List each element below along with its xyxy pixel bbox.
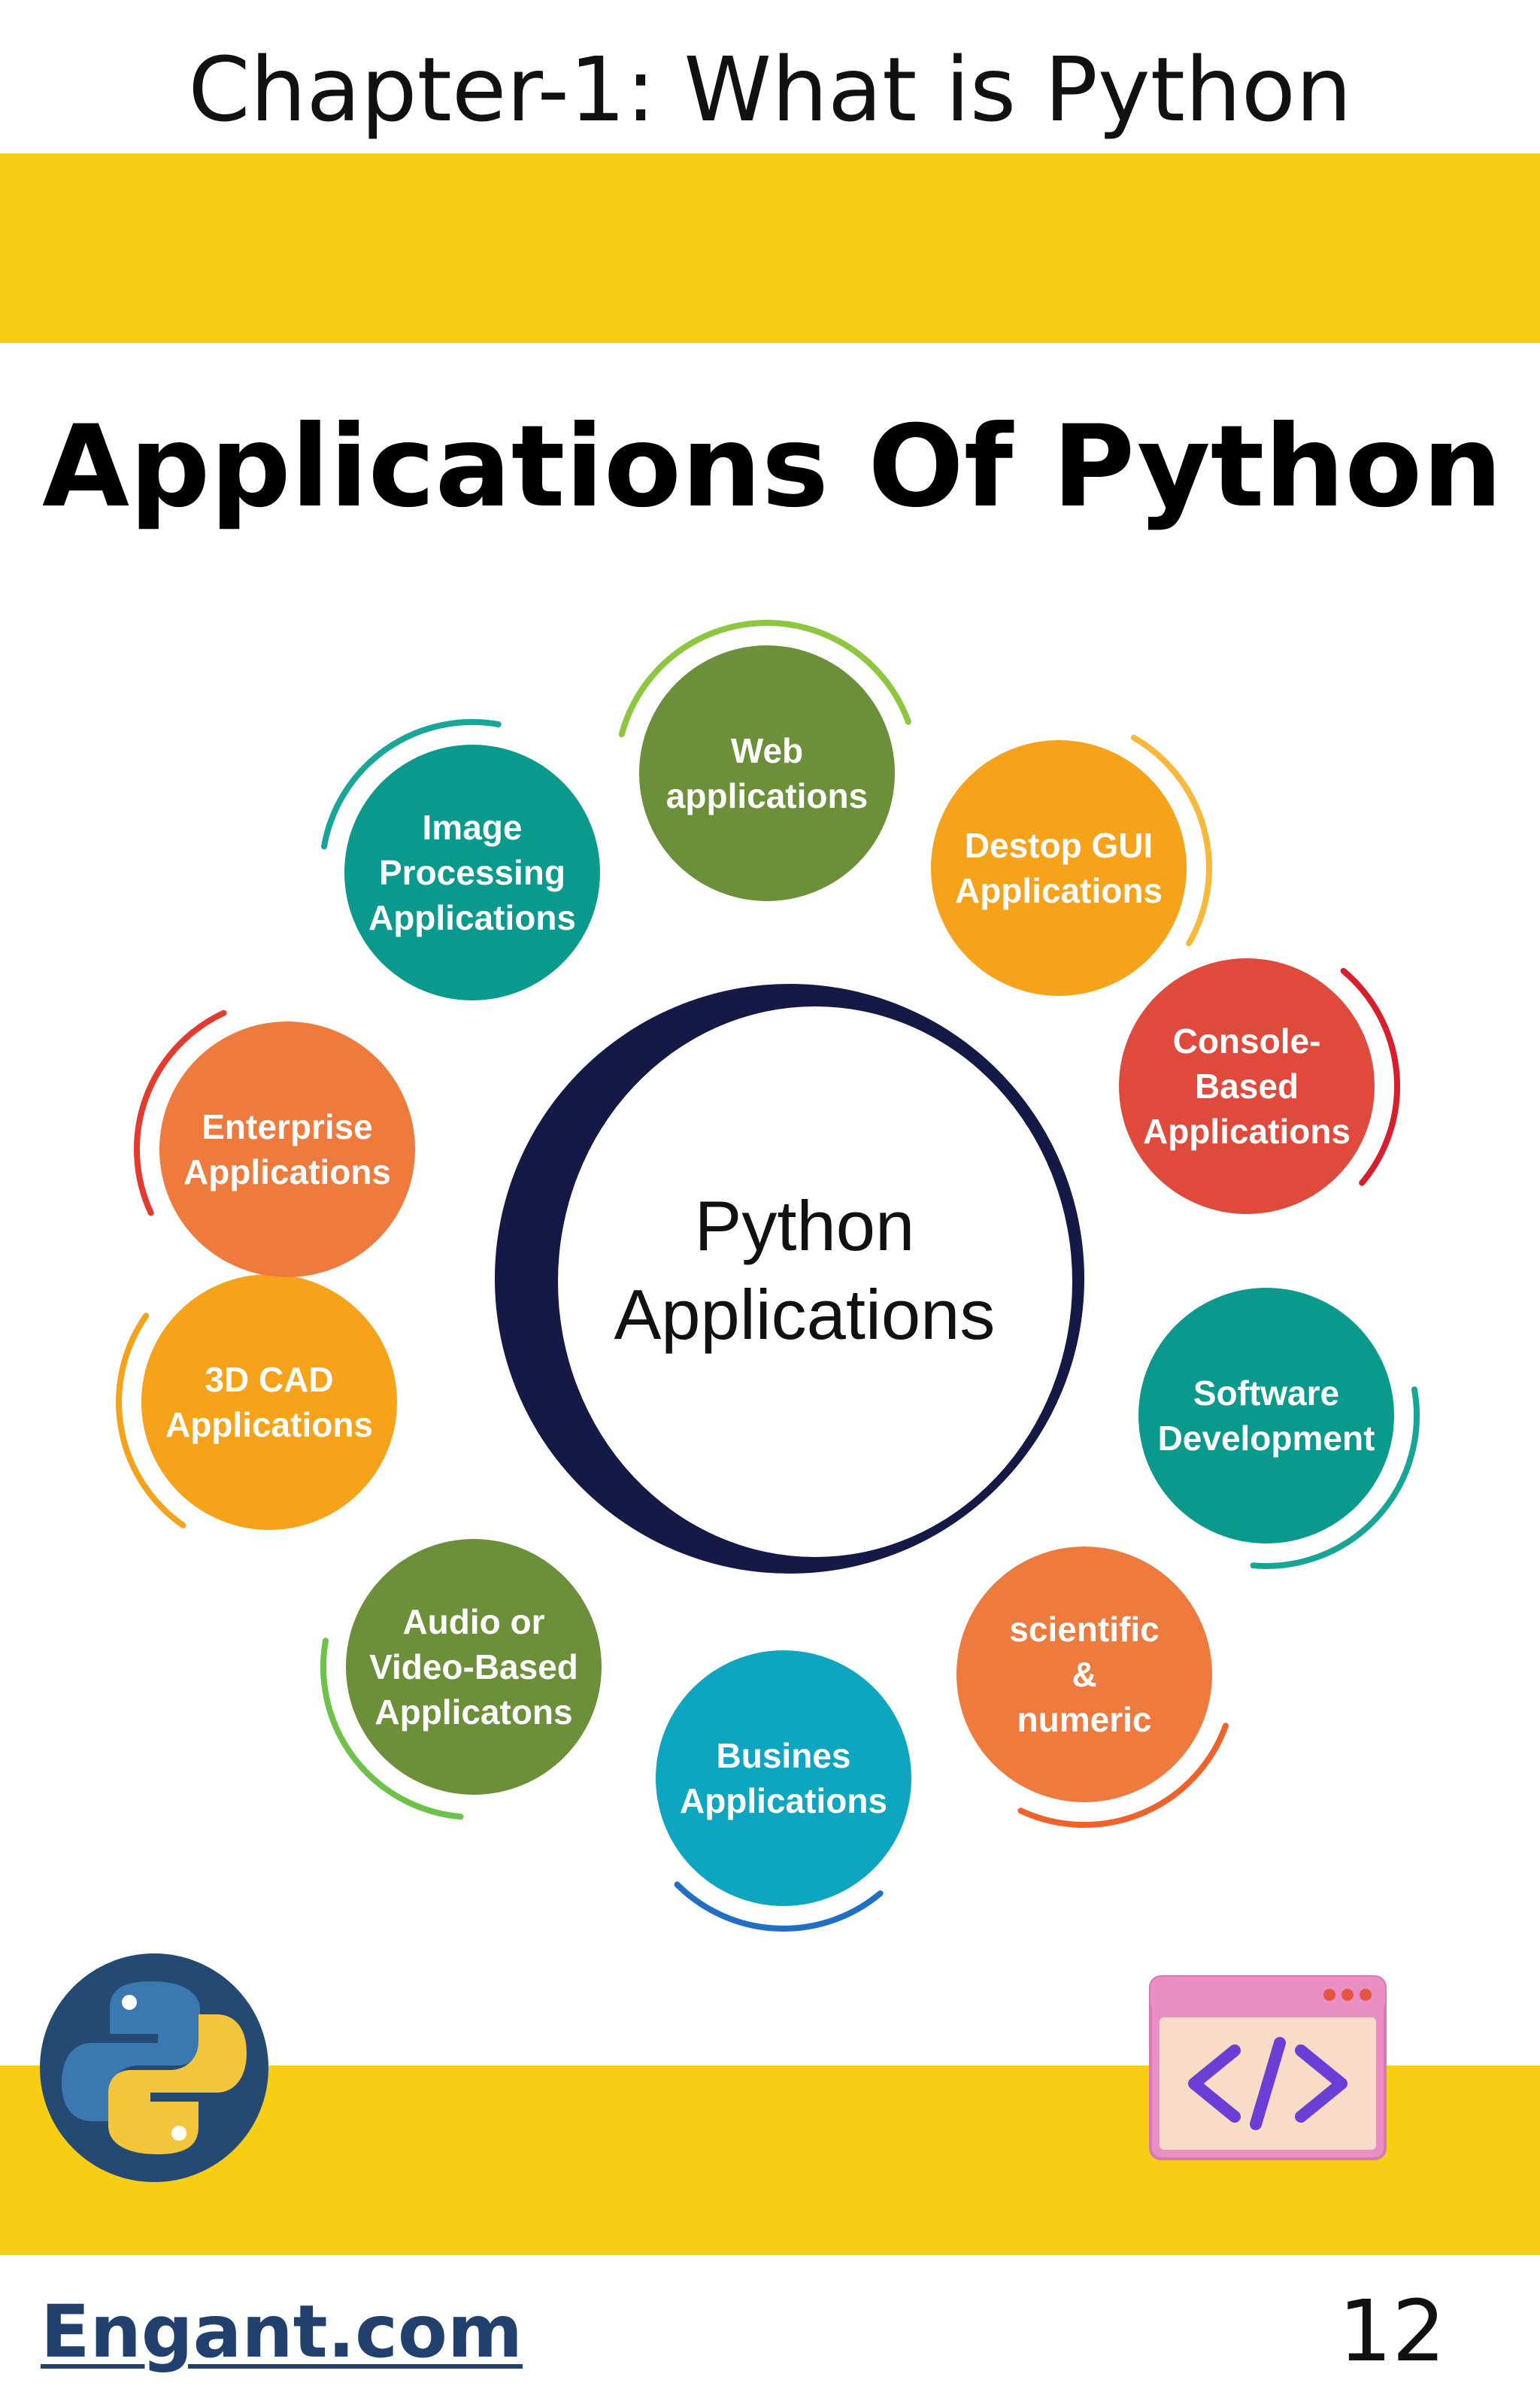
python-logo-icon [40,1953,268,2182]
node-accent-arc [618,620,911,738]
application-node: Web applications [618,620,911,901]
node-circle [344,745,600,1000]
node-accent-arc [674,1881,884,1932]
node-label-line: numeric [1017,1700,1152,1739]
node-accent-arc [1340,967,1401,1186]
page-number: 12 [1338,2283,1446,2381]
node-accent-arc [1131,734,1212,946]
node-circle [1138,1288,1394,1543]
node-label-line: applications [666,776,868,815]
node-label-line: Web [731,731,803,770]
node-accent-arc [1250,1386,1420,1569]
node-label-line: & [1072,1655,1096,1694]
node-circle [346,1539,602,1795]
node-label-line: Applicatons [374,1692,572,1732]
node-label-line: Video-Based [369,1647,578,1686]
node-circle [956,1546,1212,1802]
code-window-icon [1149,1975,1387,2160]
applications-diagram: PythonApplicationsWebapplicationsDestop … [116,620,1420,1932]
node-label-line: Console- [1173,1021,1321,1061]
node-label-line: Software [1193,1373,1339,1413]
node-label-line: Enterprise [202,1107,373,1146]
page-heading: Applications Of Python [42,402,1503,533]
application-node: Destop GUI Applications [931,734,1212,996]
node-label-line: Busines [717,1736,851,1775]
center-label-line: Python [695,1186,915,1265]
node-label-line: Image [423,808,523,847]
node-label-line: Applications [680,1781,887,1820]
node-label-line: Applications [368,898,576,937]
node-circle [141,1274,397,1530]
node-accent-arc [116,1313,186,1528]
node-label-line: Destop GUI [965,826,1153,865]
node-accent-arc [1017,1723,1229,1828]
application-node: 3D CAD Applications [116,1274,397,1530]
center-label-line: Applications [614,1275,996,1354]
node-accent-arc [320,1638,464,1820]
node-circle [931,740,1187,996]
node-label-line: Applications [183,1152,391,1191]
node-circle [656,1650,911,1906]
top-yellow-band [0,153,1540,343]
node-circle [159,1021,415,1277]
node-label-line: Processing [379,853,565,892]
node-label-line: Development [1158,1419,1375,1458]
node-label-line: scientific [1009,1610,1159,1649]
node-circle [639,645,895,901]
node-label-line: Applications [165,1405,373,1444]
node-label-line: Applications [1143,1112,1351,1151]
node-circle [1119,958,1375,1214]
node-label-line: Applications [955,871,1163,910]
node-label-line: 3D CAD [205,1360,333,1399]
site-link[interactable]: Engant.com [41,2290,523,2374]
chapter-title: Chapter-1: What is Python [188,38,1352,141]
node-label-line: Audio or [402,1602,544,1641]
node-accent-arc [321,718,502,850]
application-node: scientific & numeric [956,1546,1229,1828]
node-label-line: Based [1195,1067,1299,1106]
node-accent-arc [134,1009,227,1216]
